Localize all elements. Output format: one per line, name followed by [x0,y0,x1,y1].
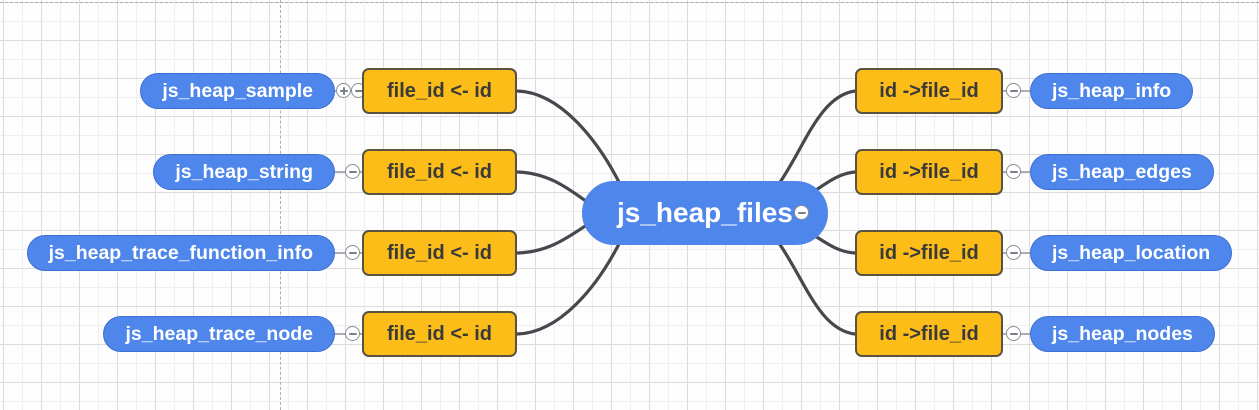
table-node-js-heap-string[interactable]: js_heap_string [153,154,335,190]
curve-left-1 [515,89,623,188]
page-guide-horizontal [0,2,1259,3]
curve-right-4 [774,237,857,336]
relation-node[interactable]: file_id <- id [362,149,517,195]
collapse-icon[interactable] [1006,83,1021,98]
table-node-js-heap-edges[interactable]: js_heap_edges [1030,154,1214,190]
table-node-js-heap-nodes[interactable]: js_heap_nodes [1030,316,1215,352]
collapse-icon[interactable] [345,245,360,260]
table-node-js-heap-sample[interactable]: js_heap_sample [140,73,335,109]
curve-left-2 [515,170,595,208]
table-node-js-heap-trace-node[interactable]: js_heap_trace_node [103,316,335,352]
table-node-js-heap-info[interactable]: js_heap_info [1030,73,1194,109]
page-guide-vertical [280,0,281,410]
table-node-js-heap-files[interactable]: js_heap_files [582,181,828,245]
relation-node[interactable]: file_id <- id [362,68,517,114]
collapse-icon[interactable] [345,164,360,179]
curve-left-4 [515,238,623,336]
relation-node[interactable]: file_id <- id [362,230,517,276]
relation-node[interactable]: file_id <- id [362,311,517,357]
collapse-icon[interactable] [1006,326,1021,341]
table-node-js-heap-trace-function-info[interactable]: js_heap_trace_function_info [26,235,335,271]
branch-curves [515,89,857,336]
collapse-icon[interactable] [345,326,360,341]
expand-icon[interactable] [336,83,351,98]
collapse-icon[interactable] [1006,245,1021,260]
relation-node[interactable]: id ->file_id [855,68,1003,114]
collapse-icon[interactable] [1006,164,1021,179]
table-node-js-heap-location[interactable]: js_heap_location [1030,235,1233,271]
curve-right-1 [774,89,857,190]
curve-left-3 [515,219,595,255]
relation-node[interactable]: id ->file_id [855,230,1003,276]
relation-node[interactable]: id ->file_id [855,149,1003,195]
collapse-icon[interactable] [794,205,809,220]
relation-node[interactable]: id ->file_id [855,311,1003,357]
